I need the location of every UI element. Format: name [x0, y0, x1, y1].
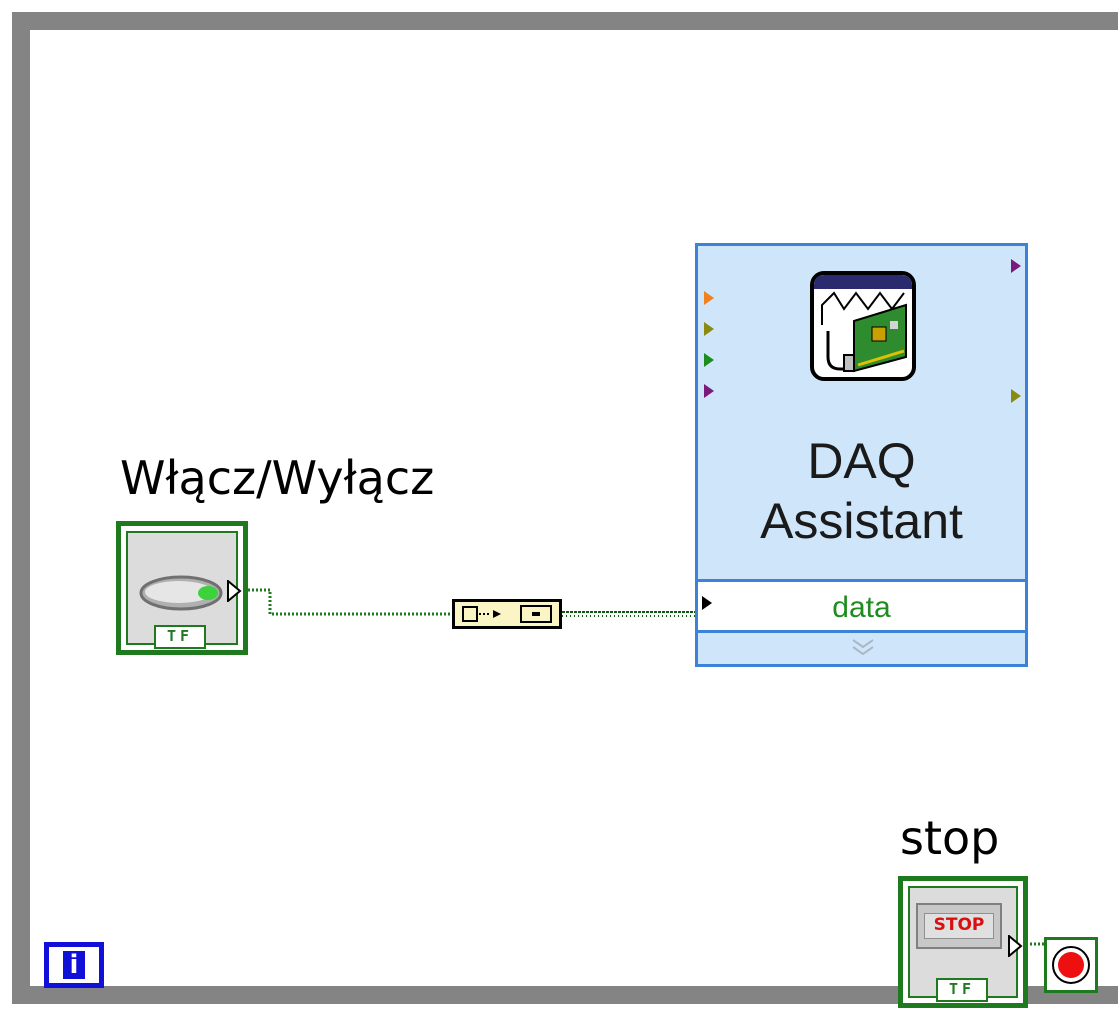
timeout-terminal[interactable]	[704, 322, 714, 336]
switch-boolean-terminal[interactable]: TF	[116, 521, 248, 655]
stop-button-text: STOP	[933, 915, 985, 935]
stop-terminal[interactable]	[704, 384, 714, 398]
daq-card-icon	[810, 271, 916, 381]
daq-title-line2: Assistant	[760, 493, 963, 549]
switch-control-label: Włącz/Wyłącz	[120, 451, 435, 505]
iteration-terminal-icon[interactable]: i	[44, 942, 104, 988]
tf-type-badge: TF	[936, 978, 988, 1002]
iteration-letter: i	[63, 951, 85, 979]
task-out-terminal[interactable]	[1011, 259, 1021, 273]
boolean-wire-switch	[240, 588, 452, 616]
tf-type-badge: TF	[154, 625, 206, 649]
loop-condition-terminal[interactable]	[1044, 937, 1098, 993]
output-arrow-icon	[227, 580, 242, 602]
convert-to-dynamic-data-node[interactable]	[452, 599, 562, 629]
convert-glyph-icon	[462, 605, 552, 623]
stop-button-face	[924, 913, 994, 939]
task-in-terminal[interactable]	[704, 291, 714, 305]
daq-assistant-node[interactable]: DAQ Assistant data	[695, 243, 1028, 667]
data-input-label: data	[832, 591, 891, 624]
stop-sign-icon	[1052, 946, 1090, 984]
stop-control-label: stop	[900, 811, 1000, 865]
stop-button: STOP	[916, 903, 1002, 949]
data-input-terminal[interactable]	[702, 596, 712, 610]
error-in-terminal[interactable]	[704, 353, 714, 367]
expand-chevron-icon[interactable]	[850, 637, 876, 659]
stop-terminal-face: STOP	[908, 886, 1018, 998]
while-loop-frame[interactable]	[12, 12, 1118, 1004]
error-out-terminal[interactable]	[1011, 389, 1021, 403]
daq-data-input-row[interactable]: data	[698, 579, 1025, 633]
stop-boolean-terminal[interactable]: STOP TF	[898, 876, 1028, 1008]
toggle-switch-icon	[139, 575, 223, 611]
daq-title-line1: DAQ	[807, 433, 916, 489]
output-arrow-icon	[1008, 935, 1023, 957]
daq-assistant-title: DAQ Assistant	[698, 431, 1025, 551]
daq-card-glyph	[814, 275, 912, 373]
